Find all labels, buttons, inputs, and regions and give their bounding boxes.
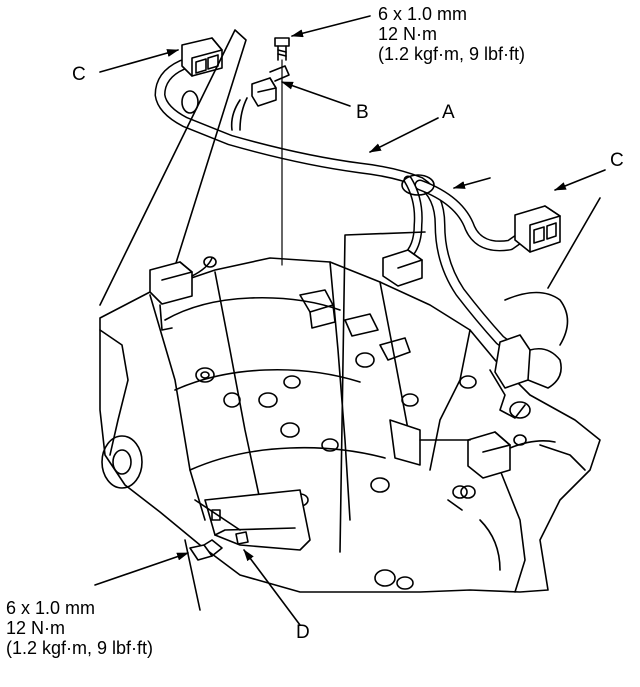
left-bracket-connector — [149, 256, 217, 331]
torque-top-alt: (1.2 kgf·m, 9 lbf·ft) — [378, 44, 526, 65]
torque-spec-bottom: 6 x 1.0 mm 12 N·m (1.2 kgf·m, 9 lbf·ft) — [6, 598, 153, 658]
case-bolts — [195, 289, 477, 590]
leader-lines — [94, 15, 606, 626]
torque-spec-top: 6 x 1.0 mm 12 N·m (1.2 kgf·m, 9 lbf·ft) — [378, 4, 525, 64]
torque-bottom-size: 6 x 1.0 mm — [6, 598, 96, 618]
callout-b: B — [356, 102, 369, 123]
callout-d: D — [296, 622, 310, 643]
torque-top-size: 6 x 1.0 mm — [378, 4, 468, 24]
connector-center — [382, 249, 423, 287]
lower-bracket — [184, 489, 311, 611]
right-sensors — [389, 291, 569, 511]
torque-bottom-alt: (1.2 kgf·m, 9 lbf·ft) — [6, 638, 154, 659]
wire-harness — [154, 59, 526, 361]
connector-b — [251, 65, 290, 107]
torque-bottom-value: 12 N·m — [6, 618, 66, 639]
transmission-case — [99, 257, 601, 593]
connector-c-right — [339, 197, 601, 553]
top-bolt — [274, 37, 290, 266]
callout-c-right: C — [610, 150, 624, 171]
callout-c-left: C — [72, 64, 86, 85]
connector-c-left — [99, 29, 247, 306]
torque-top-value: 12 N·m — [378, 24, 438, 45]
callout-a: A — [442, 102, 455, 123]
